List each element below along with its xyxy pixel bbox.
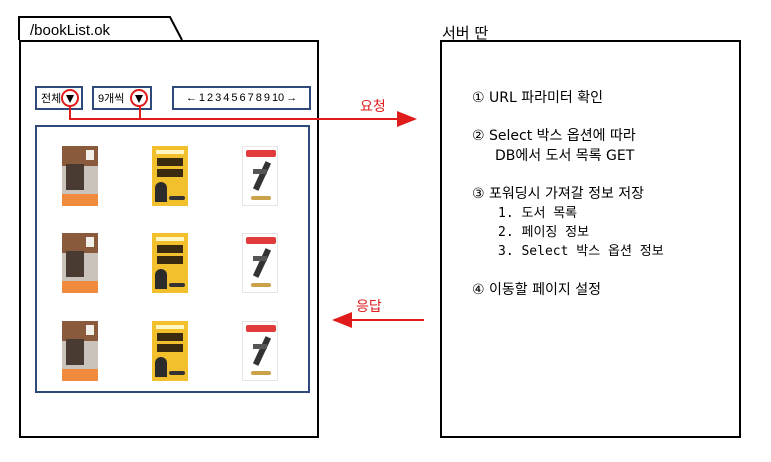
step-number: ② xyxy=(472,128,485,144)
page-link[interactable]: 10 xyxy=(271,92,285,104)
book-cover[interactable] xyxy=(62,233,98,293)
page-link[interactable]: 1 xyxy=(198,92,205,104)
server-box xyxy=(440,40,741,438)
book-cover[interactable] xyxy=(152,146,188,206)
page-link[interactable]: 2 xyxy=(206,92,214,104)
book-cover[interactable] xyxy=(62,321,98,381)
browser-tab-title: /bookList.ok xyxy=(30,22,111,39)
server-title: 서버 딴 xyxy=(442,24,489,42)
count-dropdown-icon[interactable] xyxy=(130,89,148,107)
next-page-arrow[interactable]: → xyxy=(286,92,298,104)
server-step-2: ② Select 박스 옵션에 따라 xyxy=(472,126,636,146)
response-label: 응답 xyxy=(356,299,382,315)
request-label: 요청 xyxy=(360,99,386,115)
pagination: ← 1 2 3 4 5 6 7 8 9 10 → xyxy=(172,86,311,110)
filter-select-value: 전체 xyxy=(41,93,62,105)
page-link[interactable]: 8 xyxy=(255,92,262,104)
book-cover[interactable] xyxy=(242,233,278,293)
server-step-3: ③ 포워딩시 가져갈 정보 저장 xyxy=(472,184,644,204)
book-list-grid xyxy=(35,125,310,393)
prev-page-arrow[interactable]: ← xyxy=(185,92,197,104)
book-cover[interactable] xyxy=(242,321,278,381)
page-link[interactable]: 4 xyxy=(223,92,230,104)
page-link[interactable]: 6 xyxy=(239,92,246,104)
filter-dropdown-icon[interactable] xyxy=(61,89,79,107)
book-cover[interactable] xyxy=(152,321,188,381)
browser-window xyxy=(19,40,319,438)
count-select-value: 9개씩 xyxy=(98,93,125,105)
server-substep: 1. 도서 목록 xyxy=(498,206,578,221)
page-link[interactable]: 9 xyxy=(263,92,270,104)
book-cover[interactable] xyxy=(62,146,98,206)
step-text: 포워딩시 가져갈 정보 저장 xyxy=(489,186,645,202)
server-step-4: ④ 이동할 페이지 설정 xyxy=(472,280,601,300)
step-number: ③ xyxy=(472,186,485,202)
server-step-2-cont: DB에서 도서 목록 GET xyxy=(495,148,635,164)
server-substep: 3. Select 박스 옵션 정보 xyxy=(498,244,664,259)
book-cover[interactable] xyxy=(152,233,188,293)
book-cover[interactable] xyxy=(242,146,278,206)
server-substep: 2. 페이징 정보 xyxy=(498,225,590,240)
step-text: 이동할 페이지 설정 xyxy=(489,282,601,298)
step-text: Select 박스 옵션에 따라 xyxy=(489,128,636,144)
page-link[interactable]: 5 xyxy=(231,92,238,104)
step-number: ④ xyxy=(472,282,485,298)
server-step-1: ① URL 파라미터 확인 xyxy=(472,88,603,108)
step-number: ① xyxy=(472,90,485,106)
page-link[interactable]: 3 xyxy=(215,92,222,104)
page-link[interactable]: 7 xyxy=(247,92,254,104)
step-text: URL 파라미터 확인 xyxy=(489,90,603,106)
